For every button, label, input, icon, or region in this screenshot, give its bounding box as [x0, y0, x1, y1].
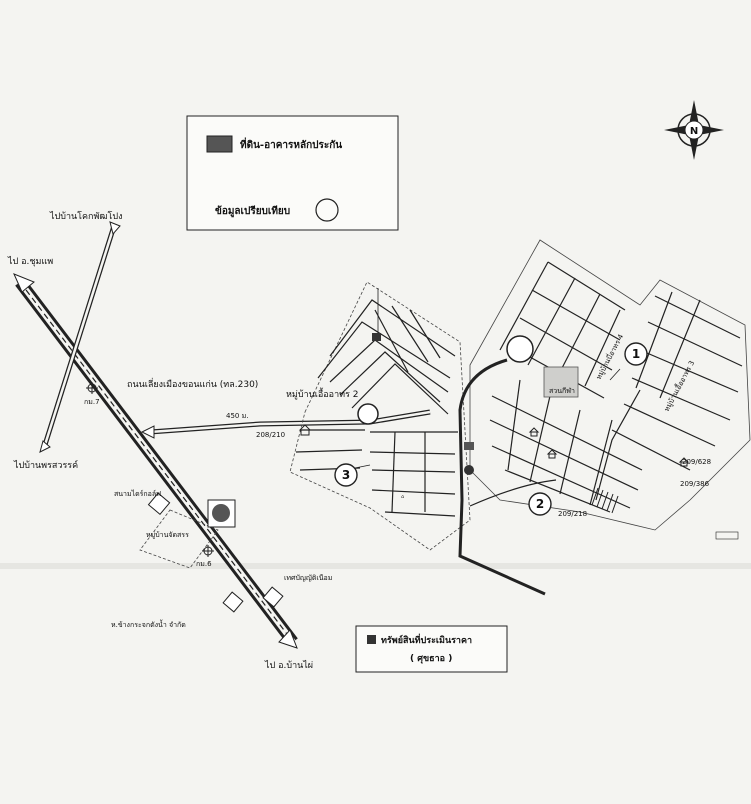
legend-comparable-label: ข้อมูลเปรียบเทียบ [215, 205, 290, 218]
label-to-ban-phai: ไป อ.บ้านไผ่ [264, 660, 313, 671]
label-km6: กม.6 [196, 560, 212, 568]
km7-marker-icon [86, 382, 98, 394]
shop-icon [222, 591, 244, 613]
svg-text:2: 2 [536, 497, 544, 511]
park-area [543, 366, 579, 398]
north-arrow-icon: N [664, 100, 724, 160]
house-icon [678, 457, 690, 467]
connecting-road [458, 358, 557, 596]
label-lot-208: 208/210 [256, 431, 285, 439]
arrow-south-icon [39, 440, 51, 453]
stadium-icon [147, 492, 171, 515]
legend-collateral-label: ที่ดิน-อาคารหลักประกัน [240, 137, 342, 151]
label-to-chum-phae: ไป อ.ชุมแพ [7, 256, 53, 267]
compass-letter: N [690, 126, 698, 137]
arrow-south-east-icon [278, 629, 298, 649]
label-km7: กม.7 [84, 398, 100, 406]
label-sriphan-shop: ห.ข้างกระจกตังน้ำ จำกัด [111, 618, 186, 629]
house-icon [528, 427, 540, 437]
label-to-phon-pho: ไปบ้านโคกพัฒโปง [49, 211, 122, 222]
water-tank-icon [464, 465, 474, 475]
appraised-line1: ทรัพย์สินที่ประเมินราคา [381, 633, 472, 646]
house-icon [546, 449, 558, 459]
scan-band [0, 563, 751, 569]
label-park: สวนกีฬา [549, 387, 575, 395]
km6-marker-icon [202, 545, 214, 557]
legend-box: ที่ดิน-อาคารหลักประกัน ข้อมูลเปรียบเทียบ [186, 115, 399, 231]
label-lot-209-386: 209/386 [680, 480, 710, 488]
comparable-marker-1[interactable]: 1 [624, 342, 648, 366]
access-road [140, 409, 431, 439]
arrow-north-west-icon [13, 273, 35, 293]
label-village-ua-athon: หมู่บ้านเอื้ออาทร 2 [286, 387, 358, 400]
label-lot-209-218: 209/218 [558, 510, 587, 518]
collateral-parcel-icon [372, 333, 381, 341]
comparable-marker-3[interactable]: 3 [334, 463, 358, 487]
comparable-marker-unlabeled[interactable] [506, 335, 534, 363]
comparable-circle-icon [315, 198, 339, 222]
arrow-west-icon [140, 425, 155, 439]
label-distance: 450 ม. [226, 412, 248, 420]
village-left: ⌂ [289, 281, 471, 551]
label-village-jatsan: หมู่บ้านจัดสรร [146, 531, 189, 539]
svg-text:3: 3 [342, 468, 350, 482]
appraised-box: ทรัพย์สินที่ประเมินราคา ( ศุขธาอ ) [355, 625, 508, 673]
hatched-parcels [591, 487, 619, 514]
house-icon [298, 424, 312, 436]
svg-text:1: 1 [632, 347, 640, 361]
comparable-marker-left[interactable] [357, 403, 379, 425]
landmark-icon [207, 499, 236, 528]
label-to-phon-sawan: ไปบ้านพรสวรรค์ [13, 459, 78, 471]
appraised-swatch-icon [367, 635, 376, 644]
building-icon [464, 442, 474, 450]
label-lot-209-628: 209/628 [682, 458, 711, 466]
svg-text:⌂: ⌂ [401, 494, 404, 500]
main-highway [13, 273, 298, 649]
label-stadium: สนามไดร์กอล์ฟ [114, 489, 161, 498]
crossing-road [39, 221, 121, 453]
appraised-line2: ( ศุขธาอ ) [410, 654, 452, 664]
collateral-swatch-icon [206, 135, 233, 153]
arrow-north-icon [109, 221, 121, 236]
comparable-marker-2[interactable]: 2 [528, 492, 552, 516]
office-icon [262, 586, 284, 608]
label-thanaporn: เทศบัญญัติเนือม [284, 574, 332, 582]
label-highway: ถนนเลี่ยงเมืองขอนแก่น (ทล.230) [127, 377, 258, 390]
village-right: สวนกีฬา [469, 239, 751, 540]
